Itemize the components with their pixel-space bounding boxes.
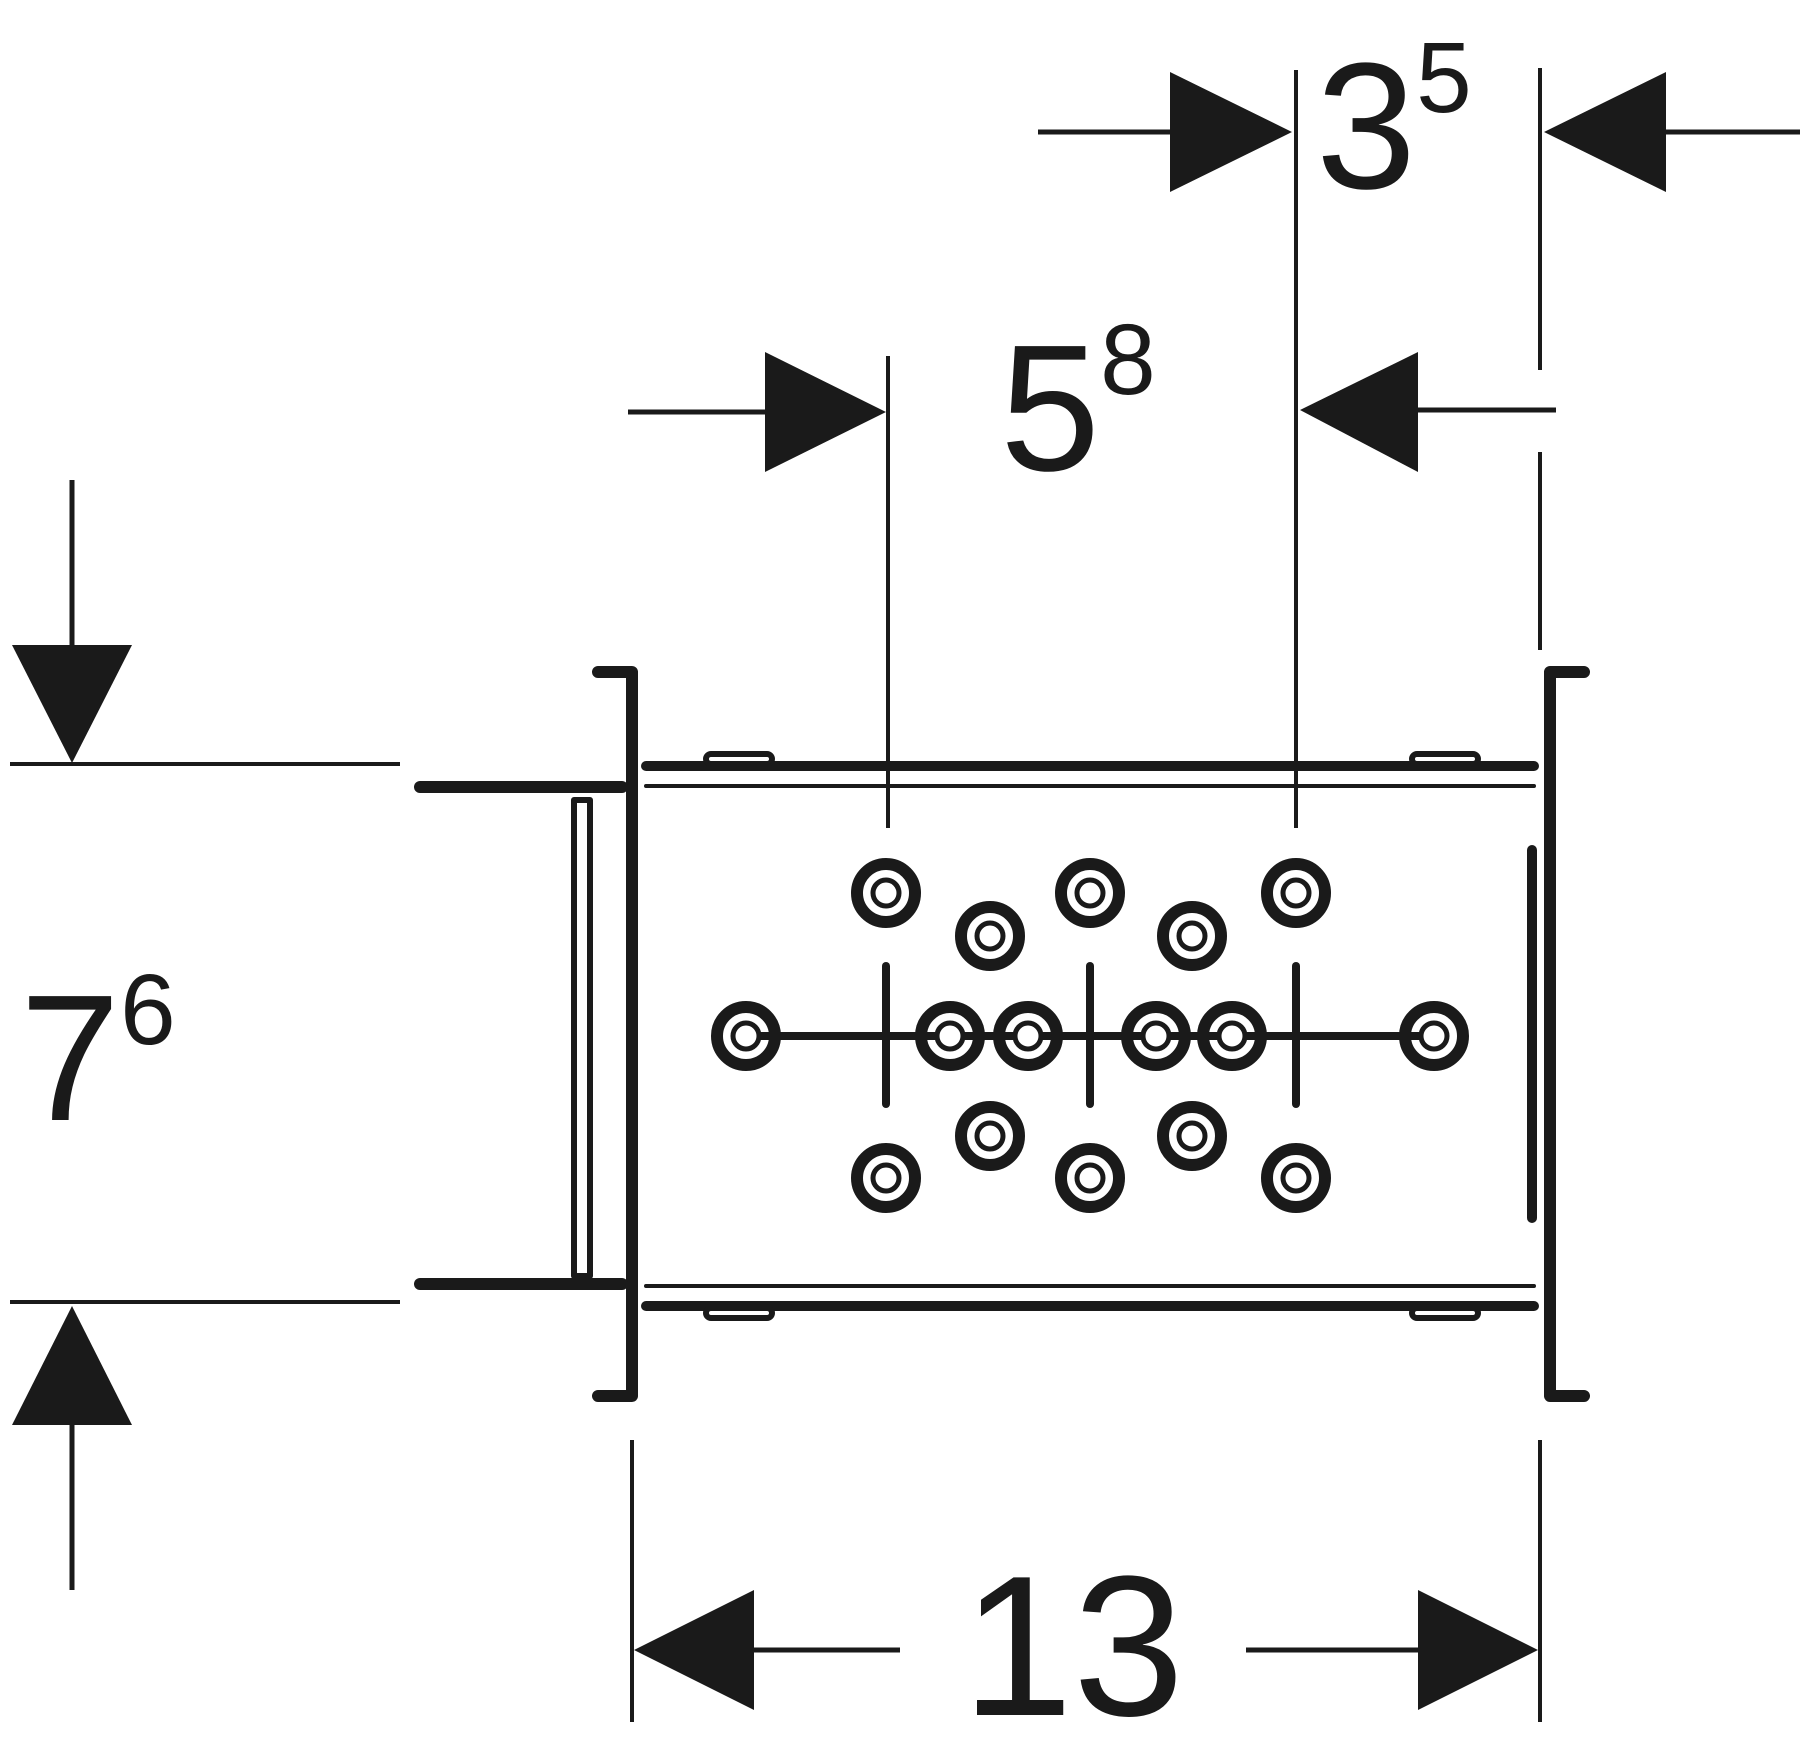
ring-hole-icon [851, 858, 921, 928]
ring-hole-icon [851, 1143, 921, 1213]
plate-tab [703, 751, 775, 767]
dimension-width [630, 1440, 1542, 1722]
dimension-base: 3 [1316, 26, 1416, 227]
dimension-superscript: 8 [1100, 304, 1156, 416]
plate-tab [703, 1305, 775, 1321]
hole-pattern [711, 858, 1469, 1213]
plate-tab [1409, 751, 1481, 767]
ring-hole-icon [1399, 1001, 1469, 1071]
ring-hole-icon [1055, 1143, 1125, 1213]
left-post [571, 797, 593, 1279]
ring-hole-icon [1157, 901, 1227, 971]
ring-hole-icon [915, 1001, 985, 1071]
arrow-right-icon [1170, 72, 1292, 192]
ring-hole-icon [955, 901, 1025, 971]
ring-hole-icon [711, 1001, 781, 1071]
plate-tab [1409, 1305, 1481, 1321]
dimension-base: 5 [1000, 308, 1100, 509]
dimension-height [10, 480, 400, 1590]
right-bracket [1544, 666, 1590, 1402]
ring-hole-icon [955, 1101, 1025, 1171]
arrow-left-icon [1544, 72, 1666, 192]
arrow-right-icon [1418, 1590, 1538, 1710]
ring-hole-icon [1055, 858, 1125, 928]
ring-hole-icon [1197, 1001, 1267, 1071]
dimension-top-offset [1038, 68, 1800, 828]
ring-hole-icon [1261, 858, 1331, 928]
dimension-label-height: 76 [20, 954, 176, 1159]
arrow-up-icon [12, 1306, 132, 1425]
ring-hole-icon [1261, 1143, 1331, 1213]
arrow-down-icon [12, 645, 132, 763]
dimension-base: 7 [20, 958, 120, 1159]
dimension-label-hole-spacing: 58 [1000, 304, 1156, 509]
left-bracket [592, 666, 638, 1402]
arrow-left-icon [634, 1590, 754, 1710]
ring-hole-icon [993, 1001, 1063, 1071]
mounting-frame [414, 666, 1590, 1402]
dimension-superscript: 6 [120, 954, 176, 1066]
arrow-right-icon [765, 352, 886, 472]
ring-hole-icon [1157, 1101, 1227, 1171]
dimension-hole-spacing [628, 352, 1556, 828]
hole-pattern-guides [742, 962, 1438, 1108]
dimension-label-width: 13 [962, 1535, 1184, 1742]
ring-hole-icon [1121, 1001, 1191, 1071]
dimension-superscript: 5 [1416, 22, 1472, 134]
arrow-left-icon [1300, 352, 1418, 472]
dimension-label-top-offset: 35 [1316, 22, 1472, 227]
